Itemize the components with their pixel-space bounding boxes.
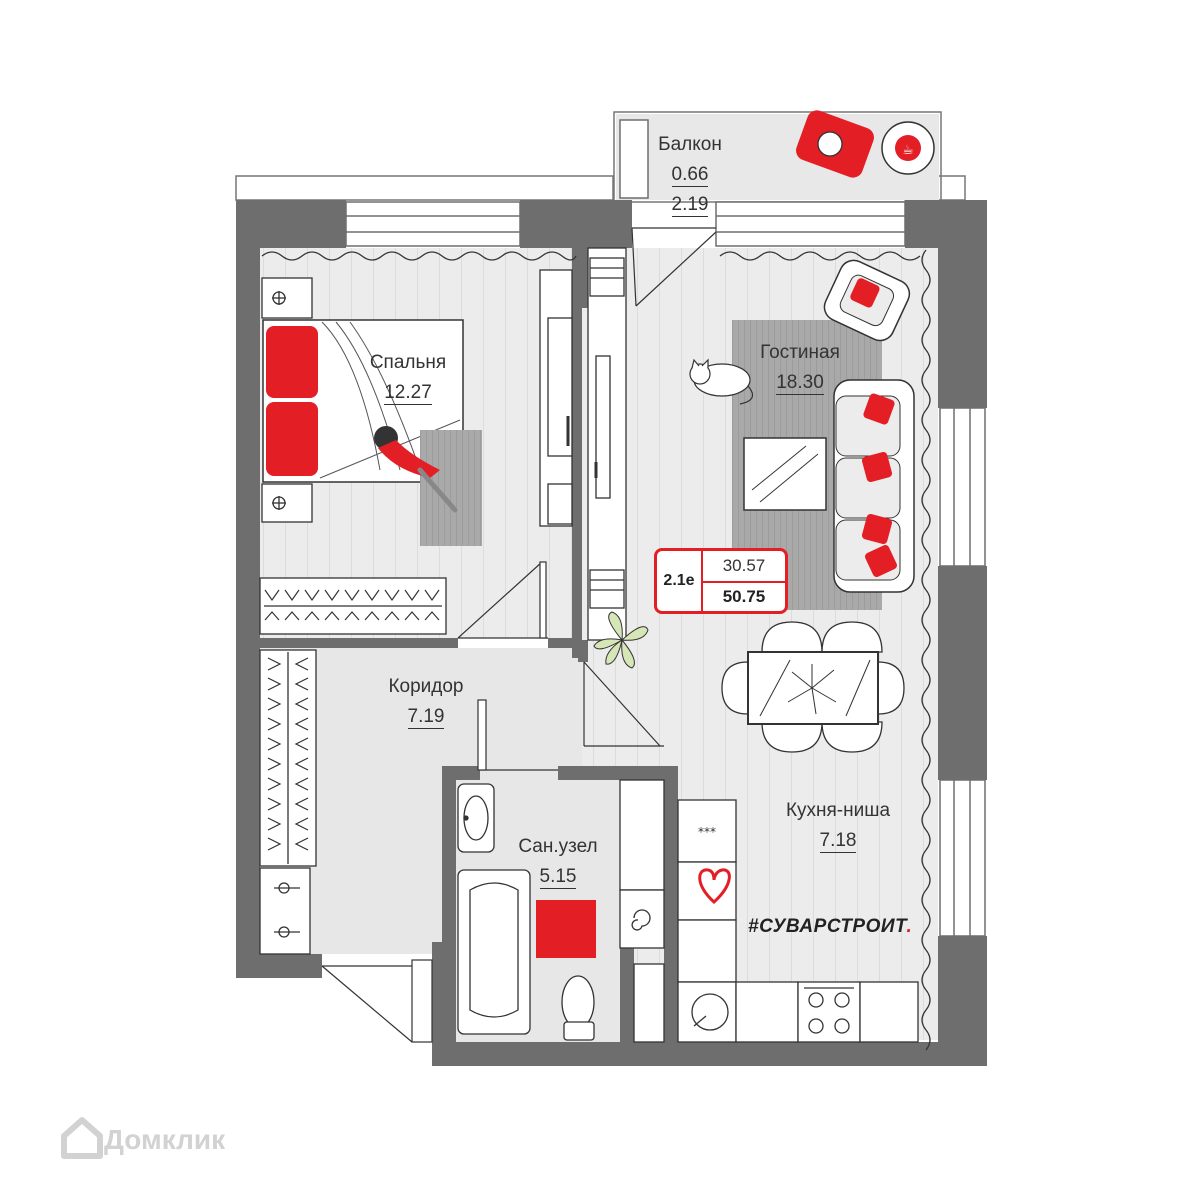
toilet [561, 975, 595, 1041]
balcony-area-1: 0.66 [671, 164, 709, 187]
glass-coffee-table [743, 437, 827, 511]
bathroom-name: Сан.узел [518, 836, 598, 857]
kitchen-name: Кухня-ниша [785, 800, 891, 821]
shoe-rack [259, 867, 311, 955]
bedroom-label: Спальня 12.27 [348, 348, 468, 408]
living-label: Гостиная 18.30 [740, 338, 860, 398]
apartment-area-badge: 2.1e 30.57 50.75 [654, 548, 788, 614]
bedroom-name: Спальня [369, 352, 447, 373]
living-window [715, 201, 906, 247]
bathroom-area: 5.15 [539, 866, 577, 889]
brand-logo: #СУВАРСТРОИТ. [748, 916, 912, 938]
coffee-table: ☕ [881, 121, 935, 175]
bath-mat [536, 900, 596, 958]
nightstand-bottom [261, 483, 313, 523]
balcony-door [631, 227, 717, 307]
corridor-closet [259, 649, 317, 867]
curtains [261, 249, 931, 1051]
apartment-code: 2.1e [657, 551, 703, 611]
plant-icon [593, 611, 649, 669]
sofa [833, 379, 915, 593]
bedroom-rug [420, 430, 482, 546]
cat-icon [689, 358, 754, 405]
person-bedroom [374, 426, 458, 513]
coffee-cup-icon: ☕ [902, 143, 914, 158]
bedroom-closet-rail [259, 577, 447, 635]
watermark-text: Домклик [104, 1124, 226, 1155]
corridor-area: 7.19 [407, 706, 445, 729]
hall-wardrobe [587, 247, 627, 641]
living-name: Гостиная [760, 342, 840, 363]
bathroom-door [477, 699, 558, 771]
bathtub [457, 869, 531, 1035]
kitchen-area: 7.18 [819, 830, 857, 853]
entry-door [321, 959, 433, 1043]
person-balcony [796, 110, 874, 178]
corridor-label: Коридор 7.19 [366, 672, 486, 732]
bedroom-wardrobe [539, 269, 573, 527]
right-window-2 [939, 779, 986, 937]
windows [345, 119, 986, 937]
balcony-label: Балкон 0.66 2.19 [640, 130, 740, 220]
dining-set [721, 621, 905, 753]
brand-dot: . [906, 916, 913, 937]
walls [236, 200, 987, 1066]
right-window-1 [939, 407, 986, 567]
corridor-name: Коридор [388, 676, 464, 697]
washing-column [619, 779, 665, 1043]
armchair [823, 259, 911, 342]
nightstand-top [261, 277, 313, 319]
bedroom-door [457, 561, 548, 639]
balcony-area-2: 2.19 [671, 194, 709, 217]
bathroom-label: Сан.узел 5.15 [498, 832, 618, 892]
watermark: Домклик [104, 1124, 225, 1156]
bedroom-area: 12.27 [384, 382, 432, 405]
kitchen-label: Кухня-ниша 7.18 [758, 796, 918, 856]
living-area: 18.30 [776, 372, 824, 395]
balcony-name: Балкон [658, 134, 722, 155]
balcony-window [619, 119, 649, 199]
bedroom-window [345, 201, 521, 247]
svg-text:***: *** [698, 825, 716, 839]
sink [457, 783, 495, 853]
home-logo-icon [61, 1117, 103, 1159]
corridor-door [583, 661, 664, 747]
total-area: 50.75 [722, 587, 766, 606]
heart-icon [698, 868, 731, 905]
brand-text: #СУВАРСТРОИТ [748, 916, 907, 937]
kitchen-cabinets: *** [677, 799, 919, 1043]
living-area-total: 30.57 [703, 551, 785, 583]
